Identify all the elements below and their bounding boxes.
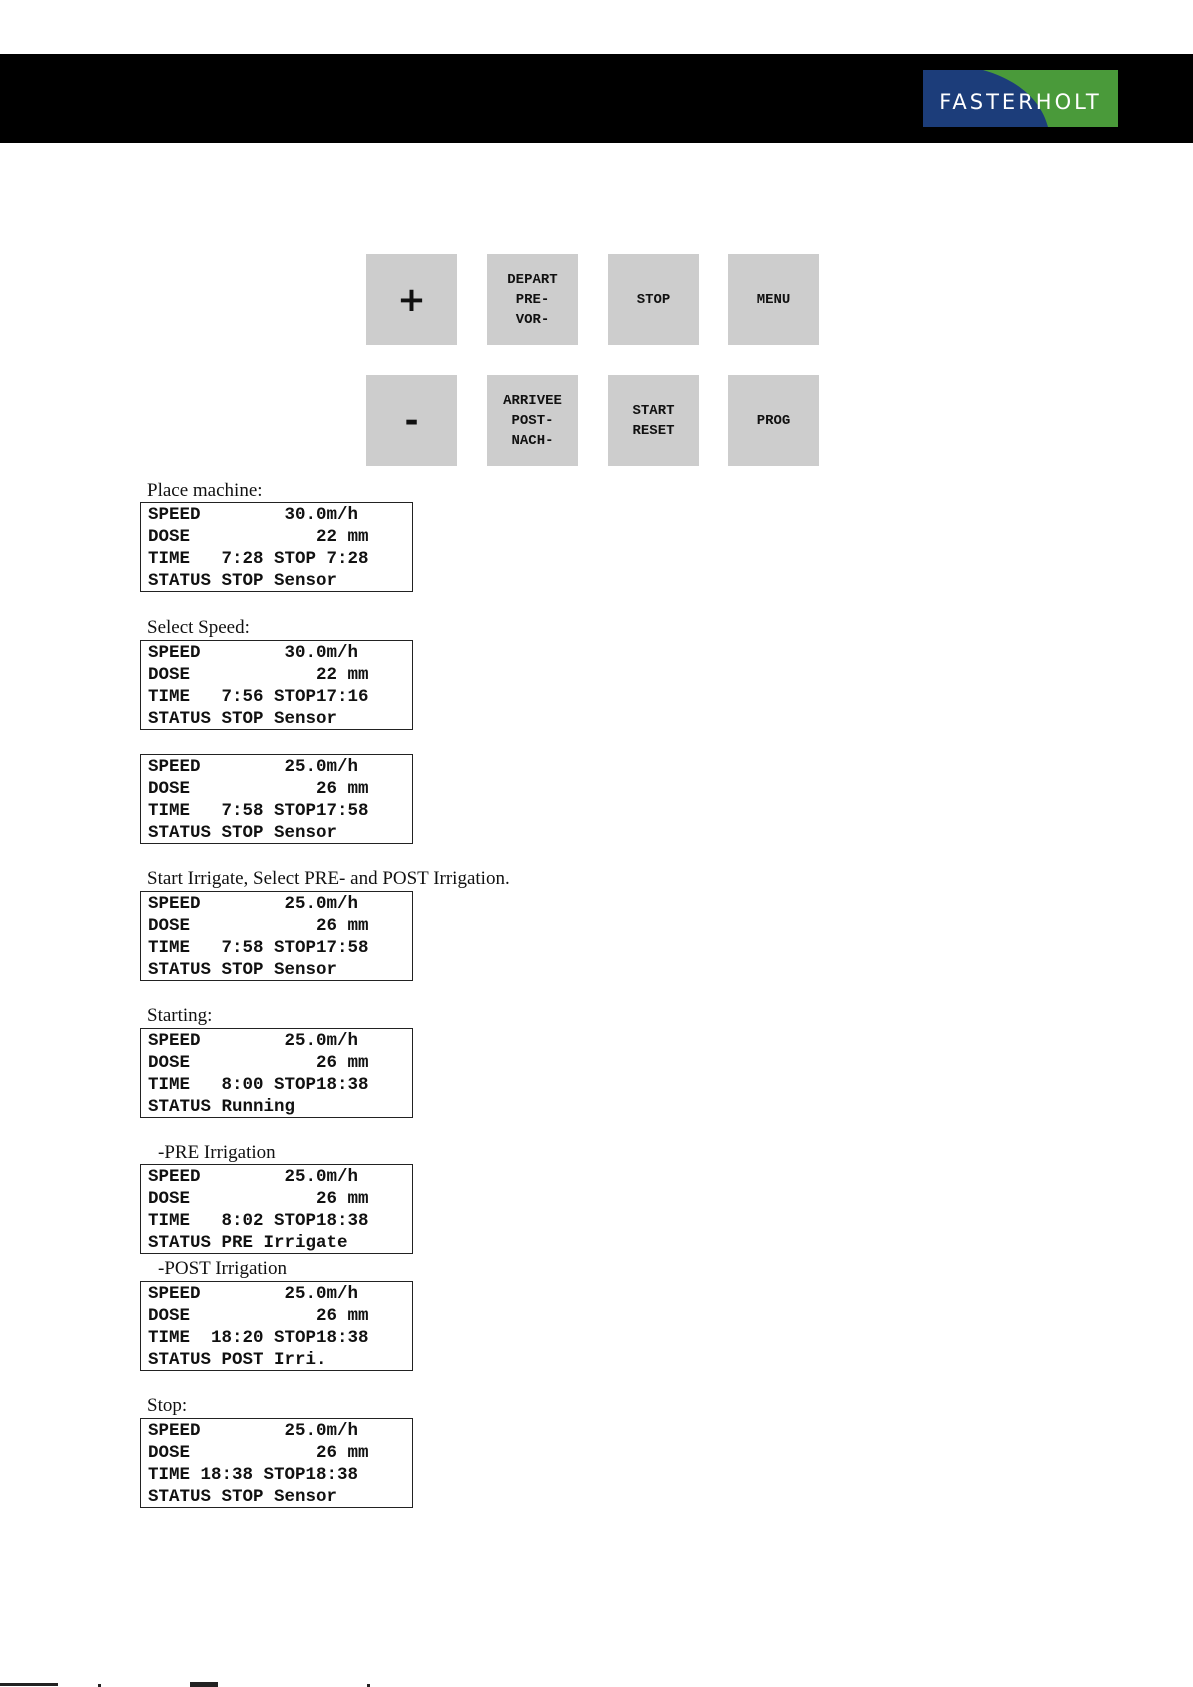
menu-key-label: MENU: [756, 291, 791, 308]
arrivee-key-line-1: ARRIVEE: [503, 392, 562, 409]
lcd-time-line: TIME 7:56 STOP17:16: [148, 687, 369, 707]
caption-place-machine: Place machine:: [147, 480, 263, 501]
menu-key[interactable]: MENU: [728, 254, 819, 345]
lcd-dose-line: DOSE 22 mm: [148, 665, 369, 685]
lcd-speed-line: SPEED 25.0m/h: [148, 1031, 359, 1051]
lcd-time-line: TIME 18:38 STOP18:38: [148, 1465, 359, 1485]
caption-pre-irrigation: -PRE Irrigation: [158, 1142, 276, 1163]
start-key-line-1: START: [632, 402, 675, 419]
lcd-status-line: STATUS STOP Sensor: [148, 960, 338, 980]
lcd-speed-line: SPEED 30.0m/h: [148, 505, 359, 525]
lcd-display: SPEED 25.0m/h DOSE 26 mm TIME 18:20 STOP…: [140, 1281, 413, 1371]
depart-pre-vor-key[interactable]: DEPART PRE- VOR-: [487, 254, 578, 345]
lcd-dose-line: DOSE 26 mm: [148, 1306, 369, 1326]
footer-marks: [0, 1682, 370, 1687]
prog-key[interactable]: PROG: [728, 375, 819, 466]
lcd-display: SPEED 25.0m/h DOSE 26 mm TIME 7:58 STOP1…: [140, 891, 413, 981]
logo-text: FASTERHOLT: [939, 90, 1102, 114]
lcd-time-line: TIME 7:28 STOP 7:28: [148, 549, 369, 569]
lcd-dose-line: DOSE 26 mm: [148, 1443, 369, 1463]
lcd-speed-line: SPEED 30.0m/h: [148, 643, 359, 663]
lcd-dose-line: DOSE 22 mm: [148, 527, 369, 547]
minus-key-label: -: [404, 400, 419, 441]
lcd-speed-line: SPEED 25.0m/h: [148, 1167, 359, 1187]
depart-key-line-3: VOR-: [515, 311, 550, 328]
lcd-dose-line: DOSE 26 mm: [148, 779, 369, 799]
lcd-time-line: TIME 8:00 STOP18:38: [148, 1075, 369, 1095]
start-reset-key[interactable]: START RESET: [608, 375, 699, 466]
lcd-time-line: TIME 7:58 STOP17:58: [148, 801, 369, 821]
minus-key[interactable]: -: [366, 375, 457, 466]
lcd-dose-line: DOSE 26 mm: [148, 916, 369, 936]
lcd-status-line: STATUS STOP Sensor: [148, 823, 338, 843]
arrivee-key-line-3: NACH-: [511, 432, 554, 449]
lcd-speed-line: SPEED 25.0m/h: [148, 1284, 359, 1304]
lcd-dose-line: DOSE 26 mm: [148, 1053, 369, 1073]
stop-key[interactable]: STOP: [608, 254, 699, 345]
lcd-display: SPEED 30.0m/h DOSE 22 mm TIME 7:28 STOP …: [140, 502, 413, 592]
lcd-time-line: TIME 18:20 STOP18:38: [148, 1328, 369, 1348]
lcd-status-line: STATUS STOP Sensor: [148, 1487, 338, 1507]
lcd-display: SPEED 25.0m/h DOSE 26 mm TIME 8:02 STOP1…: [140, 1164, 413, 1254]
lcd-status-line: STATUS POST Irri.: [148, 1350, 327, 1370]
lcd-speed-line: SPEED 25.0m/h: [148, 757, 359, 777]
lcd-status-line: STATUS PRE Irrigate: [148, 1233, 348, 1253]
arrivee-key-line-2: POST-: [511, 412, 554, 429]
lcd-time-line: TIME 8:02 STOP18:38: [148, 1211, 369, 1231]
start-key-line-2: RESET: [632, 422, 675, 439]
arrivee-post-nach-key[interactable]: ARRIVEE POST- NACH-: [487, 375, 578, 466]
lcd-display: SPEED 30.0m/h DOSE 22 mm TIME 7:56 STOP1…: [140, 640, 413, 730]
caption-select-speed: Select Speed:: [147, 617, 250, 638]
lcd-display: SPEED 25.0m/h DOSE 26 mm TIME 7:58 STOP1…: [140, 754, 413, 844]
stop-key-label: STOP: [636, 291, 671, 308]
caption-starting: Starting:: [147, 1005, 213, 1026]
caption-stop: Stop:: [147, 1395, 188, 1416]
logo-swoosh-icon: [923, 70, 1118, 127]
prog-key-label: PROG: [756, 412, 791, 429]
lcd-time-line: TIME 7:58 STOP17:58: [148, 938, 369, 958]
lcd-display: SPEED 25.0m/h DOSE 26 mm TIME 8:00 STOP1…: [140, 1028, 413, 1118]
lcd-speed-line: SPEED 25.0m/h: [148, 894, 359, 914]
plus-key[interactable]: +: [366, 254, 457, 345]
lcd-dose-line: DOSE 26 mm: [148, 1189, 369, 1209]
caption-post-irrigation: -POST Irrigation: [158, 1258, 287, 1279]
plus-key-label: +: [397, 279, 426, 320]
fasterholt-logo: FASTERHOLT: [923, 70, 1118, 127]
lcd-display: SPEED 25.0m/h DOSE 26 mm TIME 18:38 STOP…: [140, 1418, 413, 1508]
depart-key-line-2: PRE-: [515, 291, 550, 308]
lcd-status-line: STATUS STOP Sensor: [148, 709, 338, 729]
lcd-status-line: STATUS STOP Sensor: [148, 571, 338, 591]
depart-key-line-1: DEPART: [507, 271, 558, 288]
lcd-speed-line: SPEED 25.0m/h: [148, 1421, 359, 1441]
lcd-status-line: STATUS Running: [148, 1097, 296, 1117]
header-bar: FASTERHOLT: [0, 54, 1193, 143]
caption-start-irrigate: Start Irrigate, Select PRE- and POST Irr…: [147, 868, 510, 889]
